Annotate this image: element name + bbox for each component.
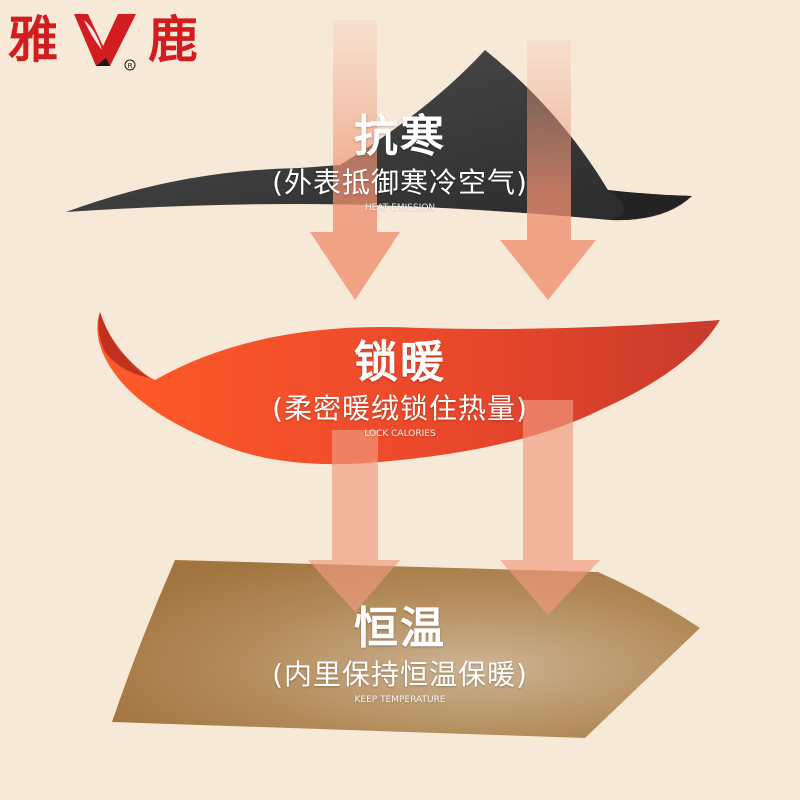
keep-temperature-text: 恒温 (内里保持恒温保暖) KEEP TEMPERATURE: [0, 604, 800, 706]
lock-calories-text: 锁暖 (柔密暖绒锁住热量) LOCK CALORIES: [0, 338, 800, 440]
layer-title: 恒温: [354, 603, 446, 654]
svg-text:R: R: [128, 62, 133, 70]
layer-subtitle: (内里保持恒温保暖): [272, 658, 528, 691]
lock-calories-layer-fold: [98, 312, 150, 378]
brand-left-char: 雅: [8, 10, 58, 69]
layer-title: 锁暖: [354, 337, 446, 388]
heat-emission-text: 抗寒 (外表抵御寒冷空气) HEAT EMISSION: [0, 112, 800, 214]
brand-logo: 雅 R 鹿: [8, 8, 208, 72]
heat-arrows: [308, 20, 600, 615]
layer-subtitle: (外表抵御寒冷空气): [272, 166, 528, 199]
layer-subtitle: (柔密暖绒锁住热量): [272, 392, 528, 425]
layer-caption: HEAT EMISSION: [364, 203, 436, 213]
arrow-right-top: [500, 40, 596, 300]
arrow-left-bottom: [308, 430, 400, 612]
arrow-left-top: [310, 20, 400, 300]
brand-right-char: 鹿: [148, 10, 198, 69]
layer-title: 抗寒: [354, 111, 446, 162]
lock-calories-layer: [97, 312, 721, 465]
arrow-right-bottom: [500, 400, 600, 615]
layer-caption: LOCK CALORIES: [364, 429, 436, 439]
heat-emission-layer-fold: [608, 190, 692, 221]
layer-caption: KEEP TEMPERATURE: [354, 695, 446, 705]
brand-v-mark-icon: R: [74, 14, 136, 71]
